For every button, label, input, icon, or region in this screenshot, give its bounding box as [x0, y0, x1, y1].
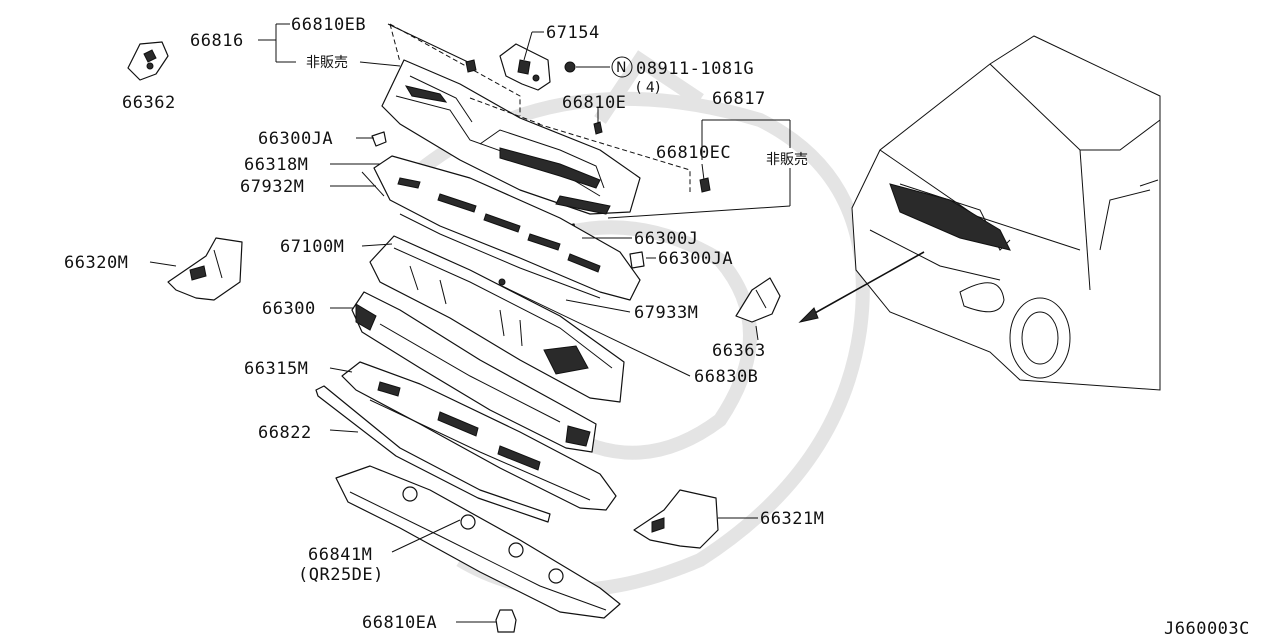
label-66810EC: 66810EC [656, 143, 731, 163]
label-67933M: 67933M [634, 303, 698, 323]
part-66363-bracket[interactable] [735, 277, 781, 323]
clip-66810EC[interactable] [699, 177, 711, 193]
label-66841M: 66841M [308, 545, 372, 565]
label-66315M: 66315M [244, 359, 308, 379]
label-66363: 66363 [712, 341, 766, 361]
part-cowl-top-cover[interactable] [381, 23, 691, 215]
label-66300: 66300 [262, 299, 316, 319]
label-08911-1081G: 08911-1081G [636, 59, 754, 79]
watermark-logo [415, 50, 870, 597]
label-67932M: 67932M [240, 177, 304, 197]
label-66810EB: 66810EB [291, 15, 366, 35]
label-67154: 67154 [546, 23, 600, 43]
label-66830B: 66830B [694, 367, 758, 387]
part-66841M-drain[interactable] [335, 465, 621, 619]
label-nonsale-1: 非販売 [306, 55, 348, 71]
label-66320M: 66320M [64, 253, 128, 273]
part-67154-bracket[interactable] [499, 43, 576, 91]
nut-symbol-circle [611, 56, 633, 78]
label-66810EA: 66810EA [362, 613, 437, 633]
label-66300JA-top: 66300JA [258, 129, 333, 149]
part-66822-seal-strip[interactable] [315, 385, 551, 523]
part-66320M-side-bracket[interactable] [167, 237, 243, 301]
clip-66300JA-mid[interactable] [629, 251, 645, 269]
label-66318M: 66318M [244, 155, 308, 175]
part-66318M-cowl-panel[interactable] [361, 155, 641, 301]
part-66300-dash-panel[interactable] [351, 291, 597, 453]
grommet-66810EA[interactable] [495, 609, 517, 633]
leader-lines [149, 23, 791, 623]
pointer-arrowhead-icon [798, 307, 819, 323]
clip-66810EB[interactable] [465, 59, 477, 73]
label-qty-4: ( 4) [636, 80, 660, 96]
label-66321M: 66321M [760, 509, 824, 529]
vehicle-illustration [851, 35, 1161, 391]
nut-symbol-letter: N [616, 60, 626, 76]
label-66817: 66817 [712, 89, 766, 109]
label-engine-QR25DE: (QR25DE) [298, 565, 384, 585]
label-66816: 66816 [190, 31, 244, 51]
pointer-arrow [805, 251, 925, 319]
part-66315M-lower-panel[interactable] [341, 361, 617, 511]
label-66822: 66822 [258, 423, 312, 443]
label-67100M: 67100M [280, 237, 344, 257]
label-66810E: 66810E [562, 93, 626, 113]
part-66321M-side-bracket[interactable] [633, 489, 719, 549]
label-66300JA-mid: 66300JA [658, 249, 733, 269]
part-66362-bracket[interactable] [127, 41, 169, 81]
diagram-id: J660003C [1164, 619, 1250, 638]
label-66300J: 66300J [634, 229, 698, 249]
clip-66300JA-top[interactable] [371, 131, 387, 147]
label-nonsale-2: 非販売 [766, 152, 808, 168]
part-67100M-cowl-top[interactable] [369, 235, 625, 403]
label-66362: 66362 [122, 93, 176, 113]
